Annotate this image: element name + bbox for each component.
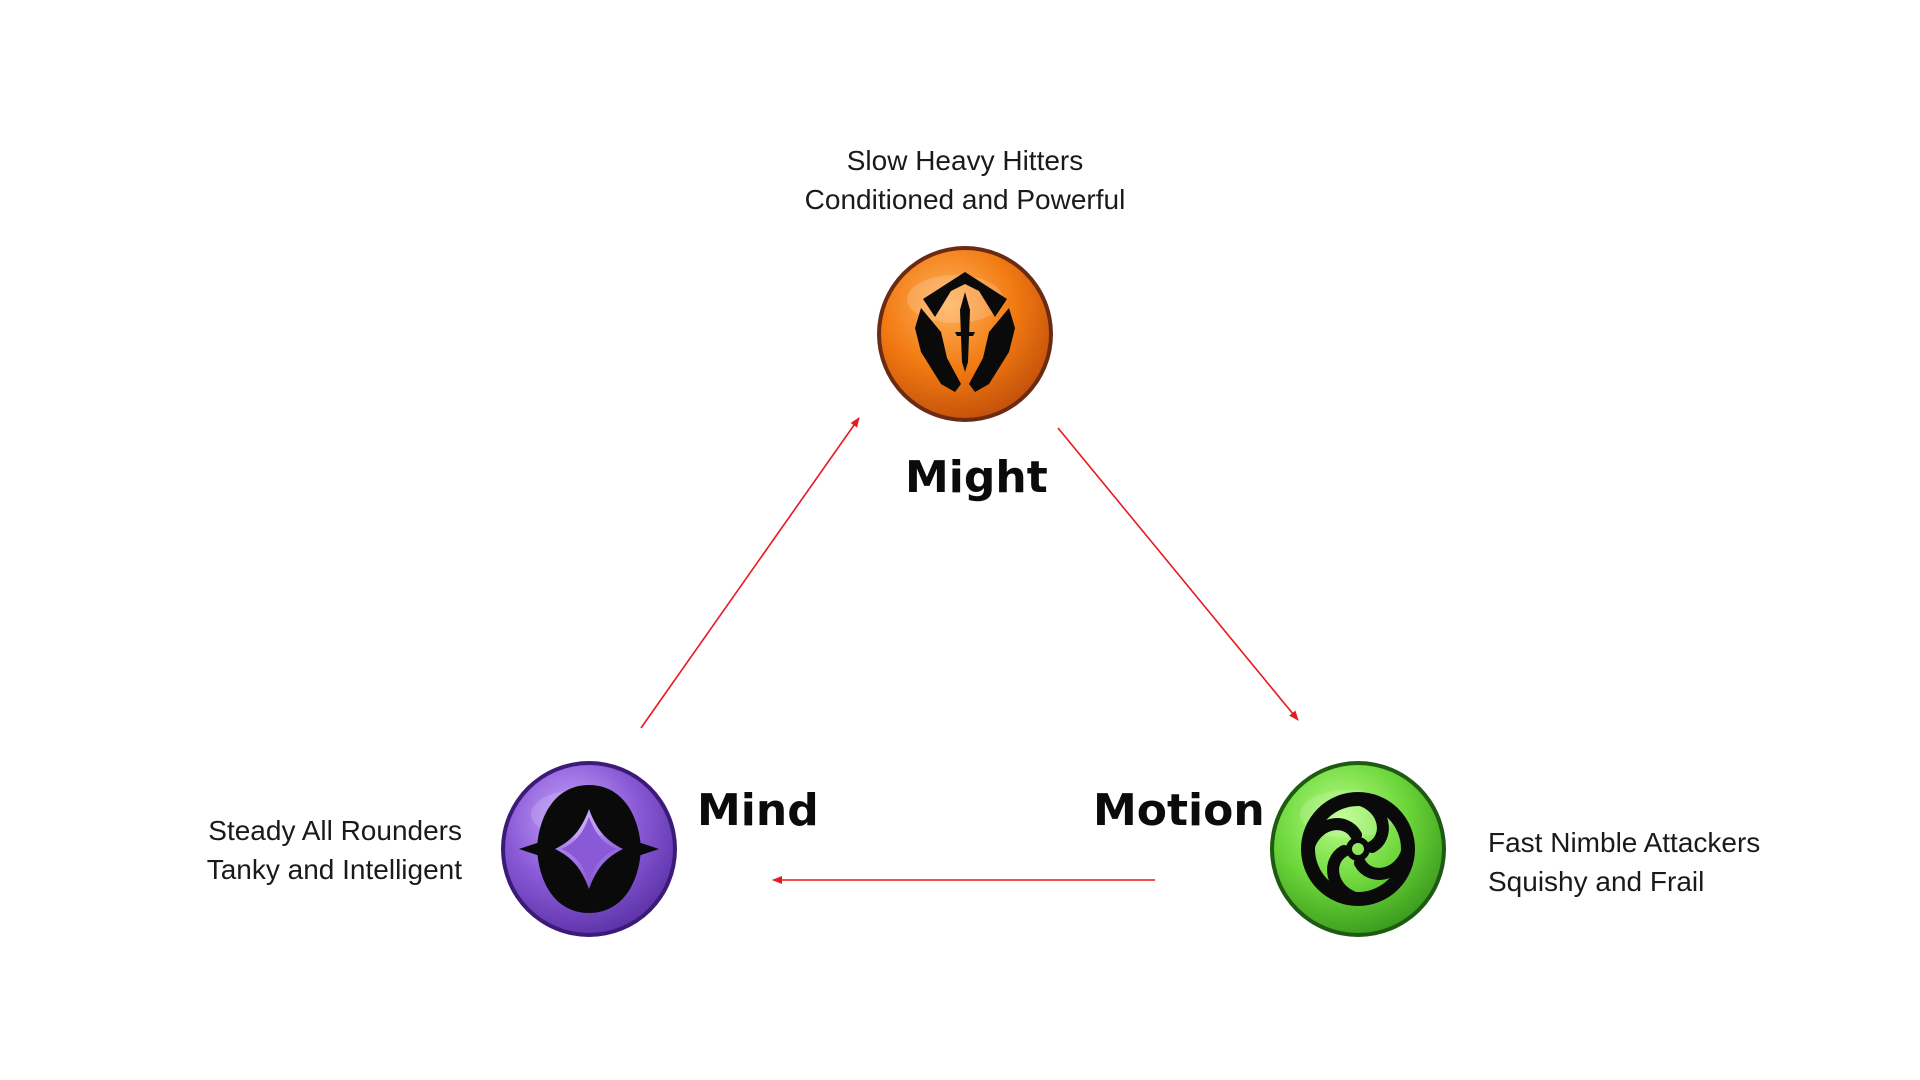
mind-label: Mind: [697, 785, 819, 836]
mind-description-line-1: Steady All Rounders: [208, 815, 462, 846]
swirl-icon: [1301, 792, 1415, 906]
arrow-mind-to-might: [640, 417, 860, 729]
mind-description: Steady All Rounders Tanky and Intelligen…: [70, 811, 462, 889]
motion-description-line-2: Squishy and Frail: [1488, 866, 1705, 897]
mind-description-line-2: Tanky and Intelligent: [206, 854, 462, 885]
arrow-might-to-motion: [1057, 427, 1299, 721]
might-badge: [875, 244, 1055, 424]
motion-badge: [1268, 759, 1448, 939]
motion-description: Fast Nimble Attackers Squishy and Frail: [1488, 823, 1868, 901]
might-description: Slow Heavy Hitters Conditioned and Power…: [765, 141, 1165, 219]
might-label: Might: [905, 452, 1048, 503]
motion-description-line-1: Fast Nimble Attackers: [1488, 827, 1761, 858]
motion-label: Motion: [1093, 785, 1265, 836]
four-point-star-icon: [519, 785, 659, 913]
mind-badge: [499, 759, 679, 939]
shield-sword-icon: [915, 272, 1015, 392]
might-description-line-2: Conditioned and Powerful: [804, 184, 1126, 215]
might-description-line-1: Slow Heavy Hitters: [846, 145, 1084, 176]
